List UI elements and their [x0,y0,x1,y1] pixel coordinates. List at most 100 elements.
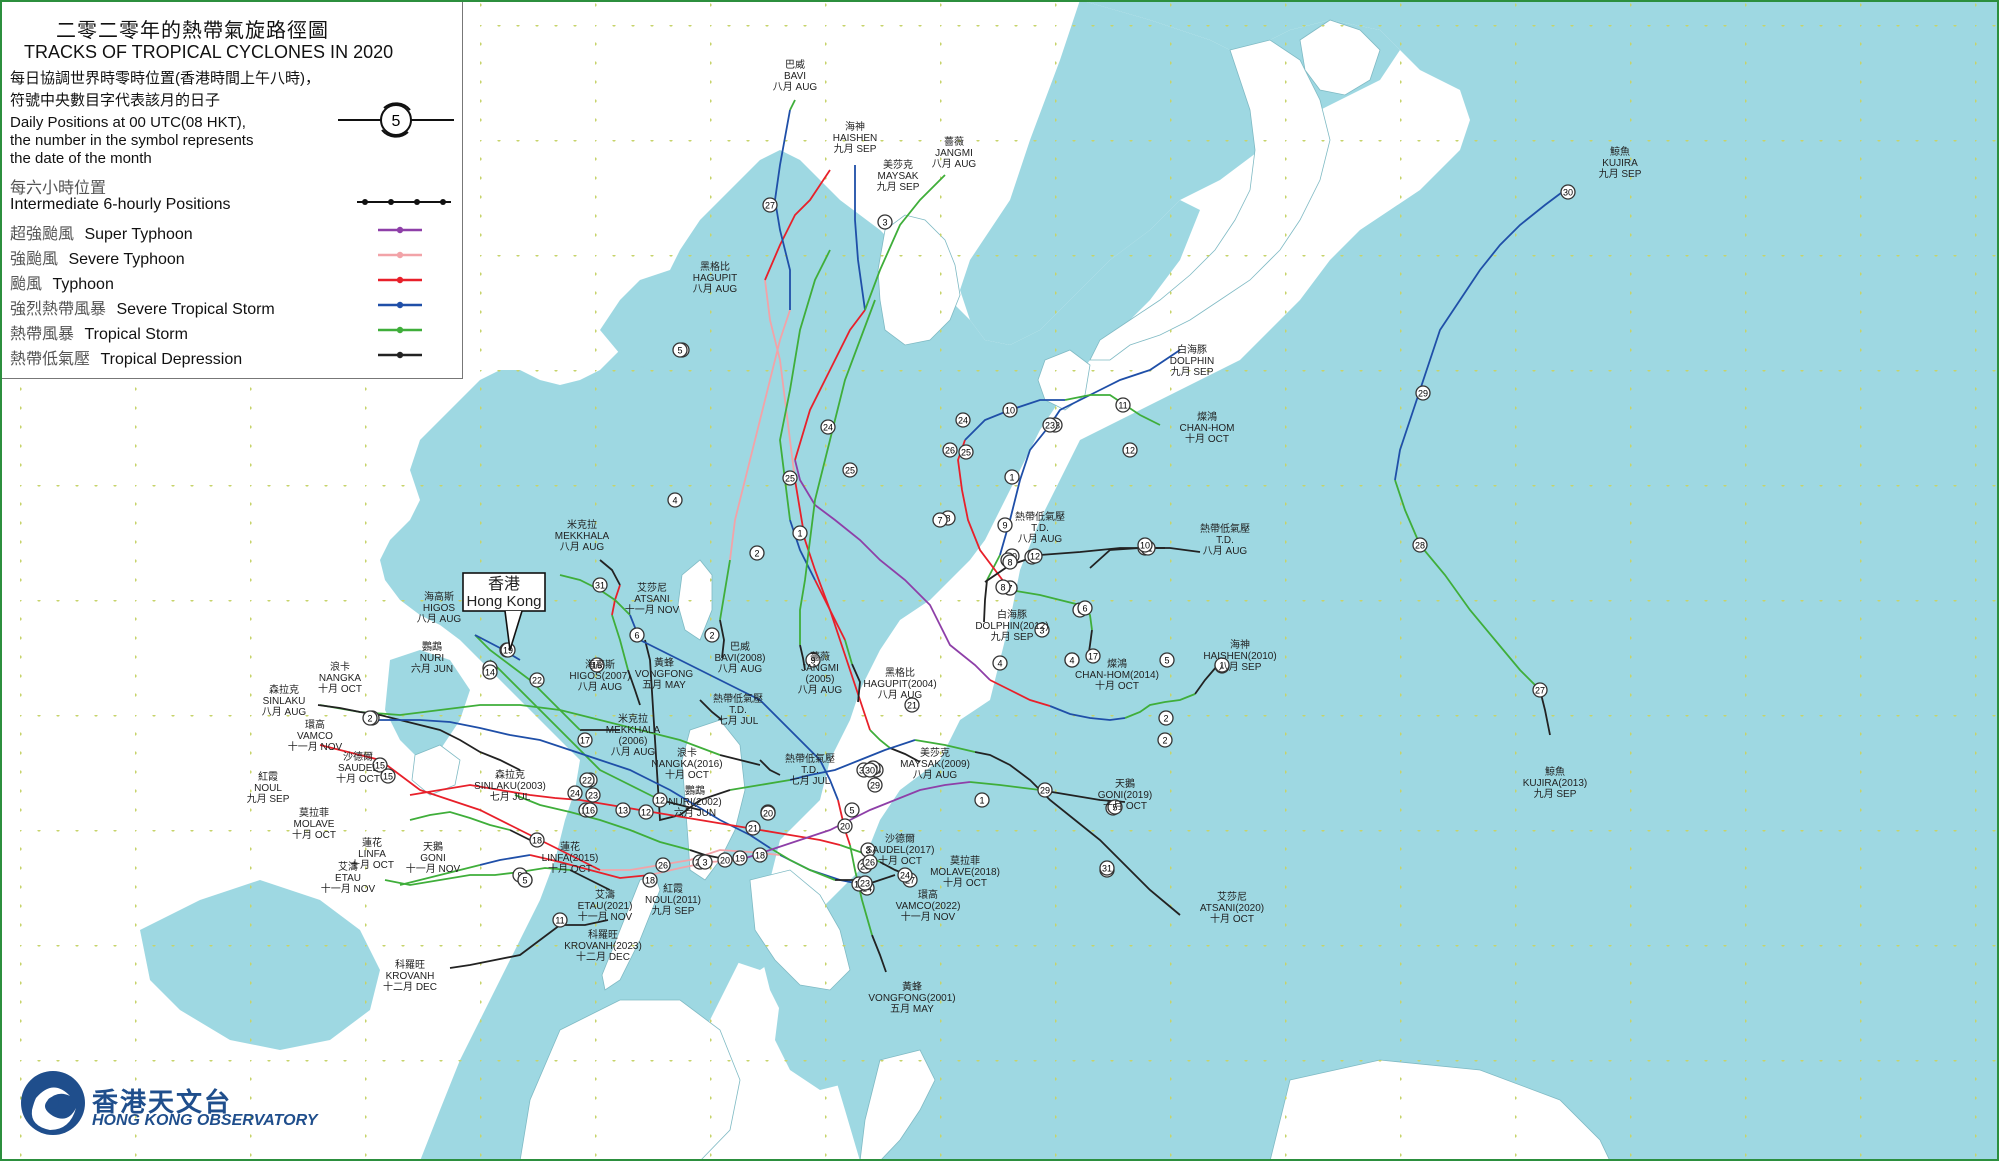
storm-label-line: DOLPHIN [1170,356,1214,367]
track-sinlaku [317,704,521,771]
daily-marker-day: 31 [595,581,605,591]
daily-marker: 10 [1137,537,1153,553]
storm-label-line: 蓮花 [362,836,382,849]
track-atsani [974,751,1181,916]
storm-label-line: MAYSAK(2009) [900,759,970,770]
daily-marker-day: 3 [702,858,707,868]
storm-label-line: 八月 AUG [578,681,623,693]
storm-label-line: 黑格比 [700,260,730,273]
daily-marker-day: 24 [900,871,910,881]
daily-marker: 24 [567,785,583,801]
storm-label-line: NURI [420,653,444,664]
daily-marker: 27 [1532,682,1548,698]
storm-label-line: 米克拉 [567,518,597,531]
track-krovanh [449,919,609,969]
storm-label-line: 九月 SEP [652,905,695,917]
daily-marker: 26 [655,857,671,873]
daily-marker: 5 [672,342,688,358]
storm-label-line: 海高斯 [585,658,615,671]
legend-category-en: Tropical Depression [96,351,243,368]
daily-marker-day: 21 [907,701,917,711]
daily-marker-day: 26 [865,858,875,868]
daily-marker: 5 [517,872,533,888]
daily-marker: 12 [652,792,668,808]
storm-label-line: 八月 AUG [262,706,307,718]
legend-category-tropical-depression: 熱帶低氣壓 Tropical Depression [10,345,242,369]
daily-marker-day: 18 [645,876,655,886]
storm-label-line: 白海豚 [1177,343,1207,356]
storm-label-line: 熱帶低氣壓 [1200,522,1250,535]
track-bavi [719,619,725,659]
daily-marker-day: 1 [797,529,802,539]
hk-label-zh: 香港 [488,575,520,593]
storm-label-line: 沙德爾 [885,832,915,845]
hko-logo-en: HONG KONG OBSERVATORY [92,1112,318,1129]
storm-label-line: 九月 SEP [834,143,877,155]
daily-marker-day: 5 [849,806,854,816]
daily-marker: 26 [862,854,878,870]
storm-label-line: 十二月 DEC [576,950,630,963]
daily-marker-day: 12 [655,796,665,806]
storm-label-line: ETAU [335,873,361,884]
daily-marker-day: 21 [748,824,758,834]
storm-label-line: 十月 OCT [350,858,394,871]
storm-label-line: HAGUPIT(2004) [863,679,936,690]
daily-marker-day: 7 [937,516,942,526]
storm-label-line: VAMCO [297,731,333,742]
storm-label-line: 十月 OCT [943,876,987,889]
storm-label-line: 八月 AUG [560,541,605,553]
storm-label-line: JANGMI [801,663,839,674]
daily-marker-day: 25 [845,466,855,476]
legend-intermediate-en: Intermediate 6-hourly Positions [10,196,231,213]
storm-label-line: LINFA(2015) [542,853,599,864]
storm-label-line: 五月 MAY [890,1003,934,1015]
storm-label-line: 八月 AUG [718,663,763,675]
daily-marker-day: 17 [580,736,590,746]
track-haishen [1194,665,1218,695]
daily-marker-day: 15 [375,761,385,771]
storm-label-line: 環高 [305,718,325,731]
daily-marker: 5 [844,802,860,818]
storm-label-line: 沙德爾 [343,750,373,763]
daily-marker: 1 [792,525,808,541]
storm-label-line: 艾莎尼 [1217,890,1247,903]
daily-marker: 20 [760,805,776,821]
daily-marker-day: 10 [1140,541,1150,551]
storm-label-line: 美莎克 [883,158,913,171]
daily-marker: 29 [867,777,883,793]
daily-marker-day: 20 [763,809,773,819]
storm-label-line: 米克拉 [618,712,648,725]
track-maysak [889,747,921,763]
storm-label-line: MEKKHALA [606,725,661,736]
storm-label-line: 十一月 NOV [288,740,343,753]
legend-category-swatch [378,226,422,234]
daily-marker-day: 9 [810,656,815,666]
daily-marker: 25 [782,470,798,486]
legend-category-swatch [378,301,422,309]
daily-marker: 4 [1064,652,1080,668]
track-td-jul-b [759,759,781,776]
storm-label-line: KUJIRA(2013) [1523,778,1587,789]
daily-marker-day: 10 [1005,406,1015,416]
daily-symbol-icon: 5 [338,102,454,138]
daily-marker: 1 [1214,657,1230,673]
storm-label-line: 九月 SEP [247,793,290,805]
storm-label-line: VAMCO(2022) [896,901,961,912]
daily-marker-day: 5 [677,346,682,356]
storm-label-line: 八月 AUG [932,158,977,170]
storm-label-line: 浪卡 [330,660,350,673]
daily-marker: 5 [1107,799,1123,815]
storm-label-line: T.D. [1031,523,1049,534]
